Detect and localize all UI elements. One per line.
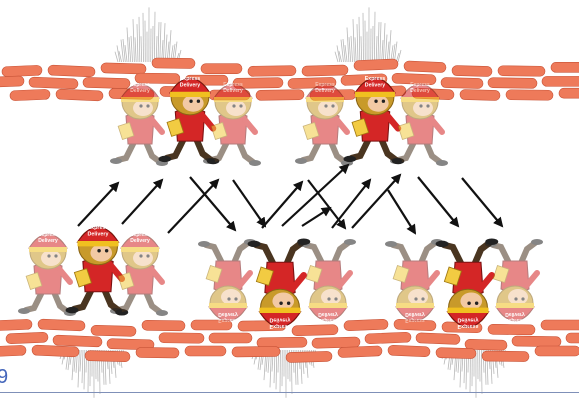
cap-label: Express xyxy=(270,323,291,329)
cap-label: Express xyxy=(130,232,150,238)
cap-label: Express xyxy=(223,82,243,88)
cap-label: Delivery xyxy=(88,232,109,238)
cap-label: Delivery xyxy=(218,311,238,317)
diagonal-arrow-icon xyxy=(387,189,417,235)
cap-label: Delivery xyxy=(180,83,201,89)
brick-wall-icon xyxy=(0,57,579,102)
impact-burst-icon xyxy=(59,349,127,398)
diagonal-arrow-icon xyxy=(121,178,164,225)
cap-label: Express xyxy=(458,323,479,329)
cap-label: Delivery xyxy=(223,88,243,94)
cap-label: Delivery xyxy=(458,316,479,322)
diagonal-arrow-icon xyxy=(301,206,332,227)
cap-label: Express xyxy=(318,317,338,323)
cap-label: Express xyxy=(218,317,238,323)
cap-label: Delivery xyxy=(270,316,291,322)
cap-label: Express xyxy=(410,82,430,88)
diagonal-arrow-icon xyxy=(189,176,237,232)
cap-label: Delivery xyxy=(365,83,386,89)
cap-label: Delivery xyxy=(315,88,335,94)
diagonal-arrow-icon xyxy=(307,179,347,230)
diagonal-arrow-icon xyxy=(77,181,120,227)
diagonal-arrow-icon xyxy=(351,173,402,229)
diagonal-arrow-icon xyxy=(417,176,460,228)
cap-label: Delivery xyxy=(130,88,150,94)
impact-burst-icon xyxy=(334,7,402,63)
cap-label: Express xyxy=(405,317,425,323)
impact-burst-icon xyxy=(114,7,182,63)
diagonal-arrow-icon xyxy=(331,178,372,229)
cap-label: Express xyxy=(365,76,386,82)
brick-wall-icon xyxy=(0,318,579,363)
cap-label: Express xyxy=(88,225,109,231)
cap-label: Delivery xyxy=(405,311,425,317)
diagonal-arrow-icon xyxy=(232,179,267,228)
diagonal-arrow-icon xyxy=(461,177,504,228)
cap-label: Delivery xyxy=(38,238,58,244)
cap-label: Express xyxy=(180,76,201,82)
diagonal-arrow-icon xyxy=(261,180,304,229)
cap-label: Delivery xyxy=(318,311,338,317)
diagonal-arrow-icon xyxy=(167,178,220,234)
page-number: 9 xyxy=(0,366,9,388)
cap-label: Delivery xyxy=(130,238,150,244)
footer-rule xyxy=(0,392,579,393)
cap-label: Express xyxy=(38,232,58,238)
diagonal-arrow-icon xyxy=(281,163,350,227)
cap-label: Express xyxy=(505,317,525,323)
cap-label: Delivery xyxy=(410,88,430,94)
cap-label: Delivery xyxy=(505,311,525,317)
cap-label: Express xyxy=(130,82,150,88)
cap-label: Express xyxy=(315,82,335,88)
